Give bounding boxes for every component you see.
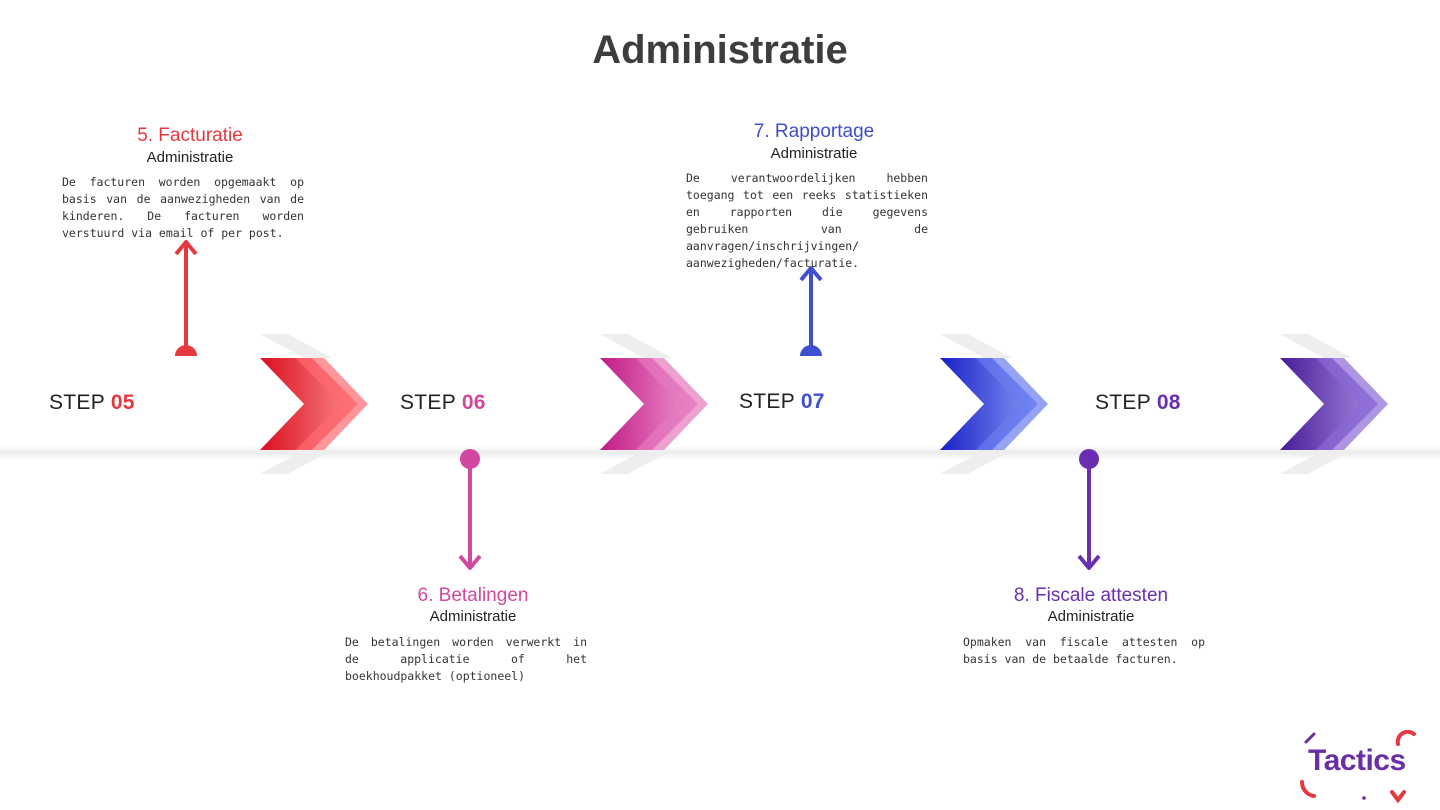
step-number: 05 — [110, 391, 135, 414]
connector-arrow-up-07 — [799, 266, 823, 356]
card-title-facturatie: 5. Facturatie — [137, 125, 243, 146]
chevron-icon-red — [260, 334, 368, 474]
step-word: STEP — [1095, 391, 1151, 414]
page-title: Administratie — [592, 28, 848, 72]
card-title-fiscale-attesten: 8. Fiscale attesten — [1013, 585, 1169, 606]
card-subtitle: Administratie — [770, 145, 858, 162]
connector-arrow-down-08 — [1077, 449, 1101, 570]
step-word: STEP — [400, 391, 456, 414]
step-word: STEP — [739, 390, 795, 413]
card-subtitle: Administratie — [429, 608, 517, 625]
connector-arrow-up-05 — [174, 240, 198, 356]
card-description: Opmaken van fiscale attesten op basis va… — [963, 635, 1205, 666]
step-label-07: STEP 07 — [739, 390, 825, 414]
logo-accent-icon — [1300, 730, 1416, 804]
chevron-icon-blue — [940, 334, 1048, 474]
logo-text: Tactics — [1308, 744, 1406, 777]
card-description: De verantwoordelijken hebben toegang tot… — [686, 171, 928, 270]
step-label-08: STEP 08 — [1095, 391, 1181, 415]
timeline-baseline — [0, 446, 1440, 460]
step-word: STEP — [49, 391, 105, 414]
step-number: 06 — [461, 391, 486, 414]
step-label-05: STEP 05 — [49, 391, 135, 415]
card-title-betalingen: 6. Betalingen — [417, 585, 529, 606]
step-number: 08 — [1156, 391, 1181, 414]
tactics-logo: Tactics — [1300, 730, 1420, 804]
step-label-06: STEP 06 — [400, 391, 486, 415]
chevron-icon-pink — [600, 334, 708, 474]
card-subtitle: Administratie — [1047, 608, 1135, 625]
connector-arrow-down-06 — [458, 449, 482, 570]
card-title-rapportage: 7. Rapportage — [753, 121, 875, 142]
card-description: De betalingen worden verwerkt in de appl… — [345, 635, 587, 683]
card-subtitle: Administratie — [146, 149, 234, 166]
card-description: De facturen worden opgemaakt op basis va… — [62, 175, 304, 240]
step-number: 07 — [800, 390, 825, 413]
chevron-icon-purple — [1280, 334, 1388, 474]
